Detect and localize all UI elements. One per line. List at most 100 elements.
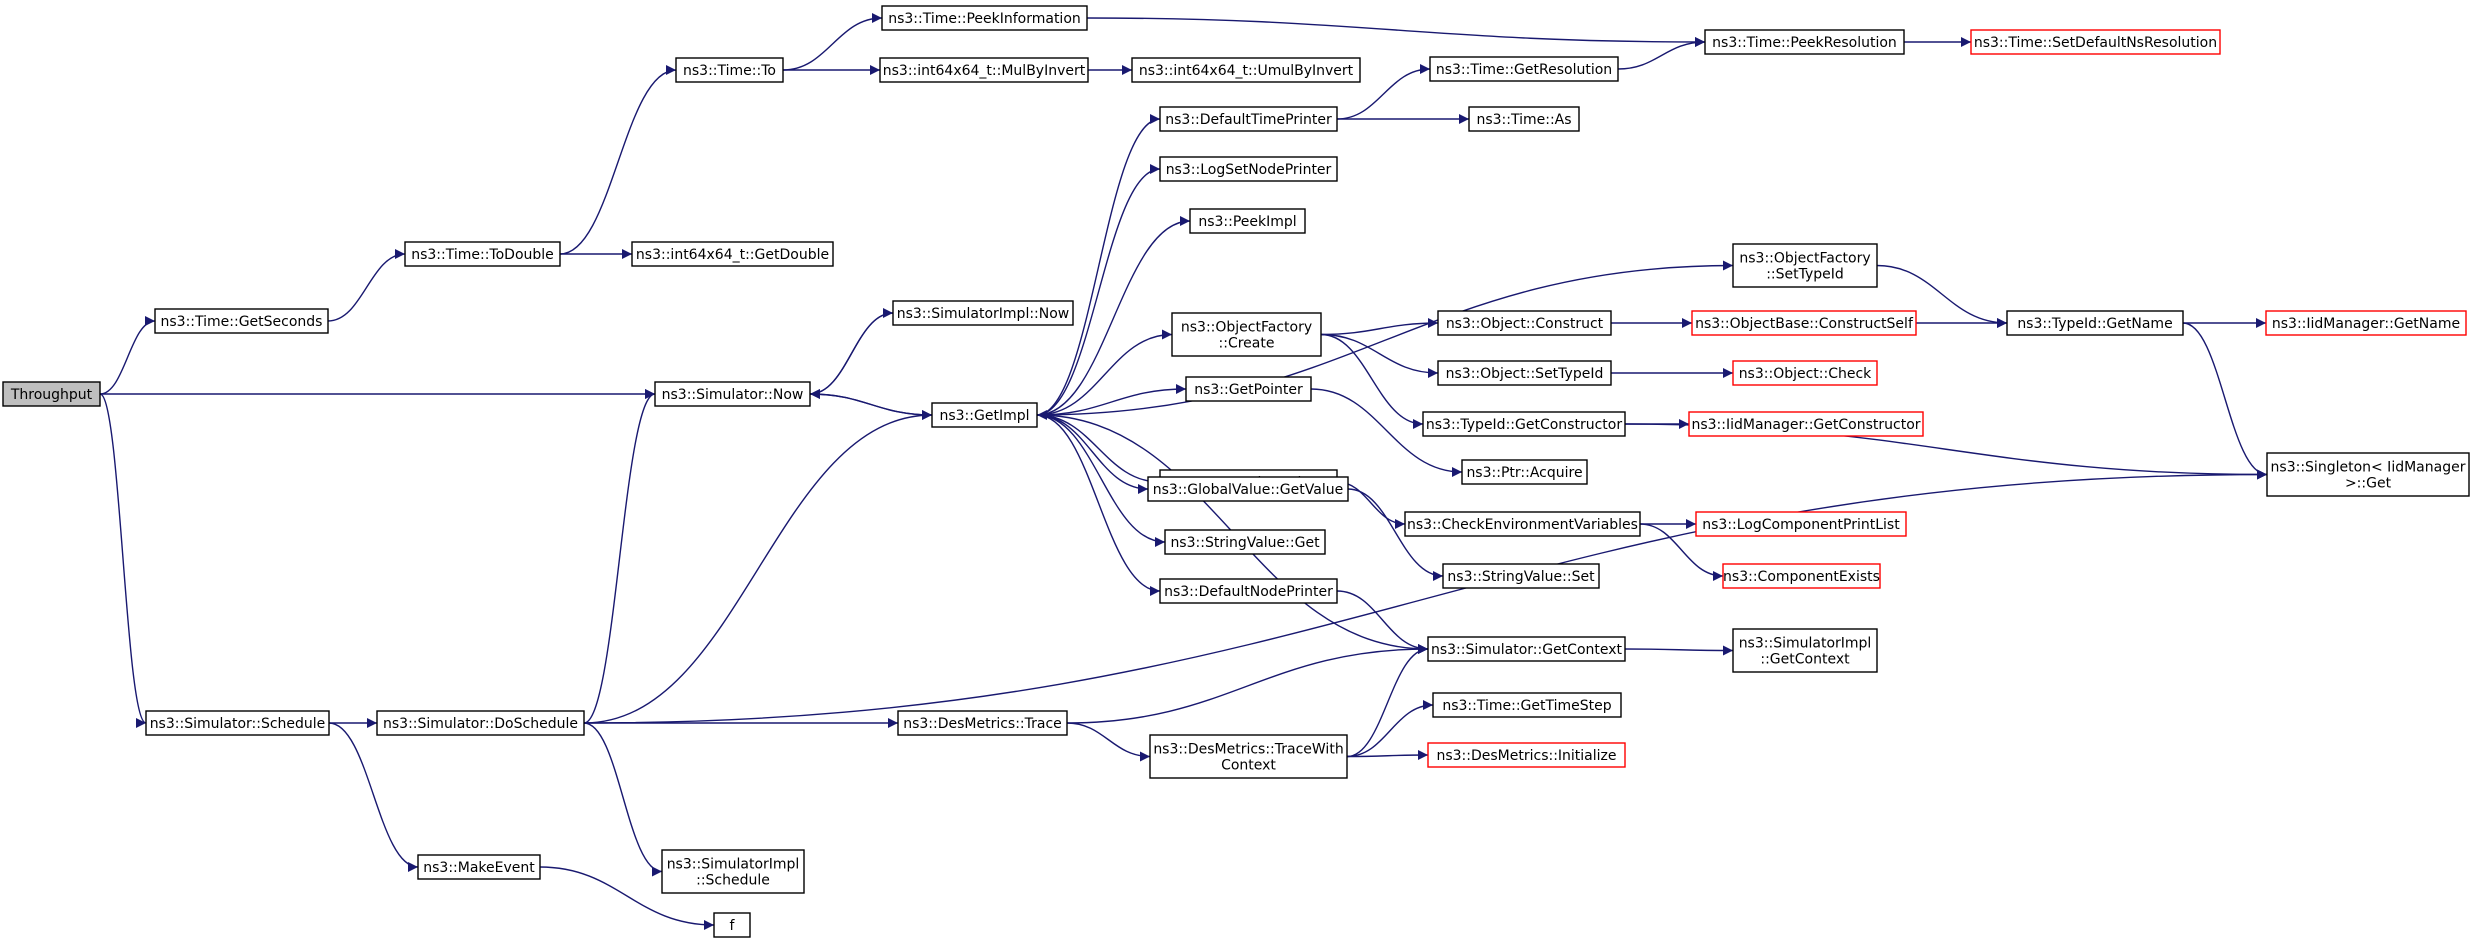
node-stringget[interactable]: ns3::StringValue::Get [1164, 529, 1326, 555]
node-stringset[interactable]: ns3::StringValue::Set [1442, 563, 1600, 589]
call-edge-getimpl-to-ofcreate [1036, 329, 1173, 416]
call-edge-ofcreate-to-objsettypeid [1320, 333, 1439, 378]
node-label: ns3::ObjectFactory [1181, 320, 1312, 336]
node-label: ns3::DefaultTimePrinter [1165, 112, 1332, 128]
node-simimplnow[interactable]: ns3::SimulatorImpl::Now [892, 300, 1074, 326]
node-getresolution[interactable]: ns3::Time::GetResolution [1429, 56, 1619, 82]
node-gettimestep[interactable]: ns3::Time::GetTimeStep [1432, 692, 1622, 718]
node-simnow[interactable]: ns3::Simulator::Now [654, 381, 811, 407]
node-label: ns3::GlobalValue::GetValue [1153, 482, 1343, 498]
node-label: ns3::DesMetrics::Trace [903, 716, 1062, 732]
call-edge-getimpl-to-defaulttimeprinter [1036, 114, 1161, 416]
node-label: ns3::Simulator::Schedule [150, 716, 326, 732]
node-simimplgetcontext[interactable]: ns3::SimulatorImpl::GetContext [1732, 628, 1878, 673]
node-peekres[interactable]: ns3::Time::PeekResolution [1704, 29, 1905, 55]
node-logcompprint[interactable]: ns3::LogComponentPrintList [1695, 511, 1907, 537]
node-label: ns3::DefaultNodePrinter [1164, 584, 1333, 600]
call-edge-gvgetvalue-to-stringset [1347, 488, 1444, 581]
call-edge-doschedule-to-singletonget [583, 469, 2268, 724]
node-label: ns3::SimulatorImpl [667, 857, 800, 873]
node-makeevent[interactable]: ns3::MakeEvent [417, 854, 541, 880]
call-edge-getseconds-to-todouble [327, 249, 406, 322]
call-edge-doschedule-to-simnow [583, 389, 656, 724]
call-edge-tracewithctx-to-desinit [1346, 750, 1429, 761]
node-label: ns3::Time::SetDefaultNsResolution [1974, 35, 2217, 51]
call-edge-getpointer-to-ptracquire [1310, 388, 1463, 477]
node-lognodeprinter[interactable]: ns3::LogSetNodePrinter [1159, 156, 1338, 182]
call-edge-getimpl-to-defaultnodeprinter [1036, 414, 1161, 596]
node-label: ns3::ObjectBase::ConstructSelf [1695, 316, 1914, 332]
node-label: ns3::int64x64_t::GetDouble [636, 247, 829, 263]
node-label: ns3::Time::GetResolution [1436, 62, 1612, 78]
node-constructself[interactable]: ns3::ObjectBase::ConstructSelf [1691, 310, 1917, 336]
node-label: f [730, 918, 736, 934]
node-gvgetvalue[interactable]: ns3::GlobalValue::GetValue [1147, 476, 1349, 502]
node-getseconds[interactable]: ns3::Time::GetSeconds [154, 308, 329, 334]
node-label: ns3::DesMetrics::Initialize [1436, 748, 1616, 764]
node-simschedule[interactable]: ns3::Simulator::Schedule [145, 710, 330, 736]
node-timeto[interactable]: ns3::Time::To [675, 57, 784, 83]
node-getconstructor[interactable]: ns3::TypeId::GetConstructor [1422, 411, 1626, 437]
node-f[interactable]: f [713, 912, 751, 938]
node-label: ns3::TypeId::GetConstructor [1426, 417, 1622, 433]
node-label: ns3::ObjectFactory [1739, 251, 1870, 267]
node-ofsettypeid[interactable]: ns3::ObjectFactory::SetTypeId [1732, 243, 1878, 288]
node-doschedule[interactable]: ns3::Simulator::DoSchedule [376, 710, 585, 736]
node-label: ns3::SimulatorImpl [1739, 636, 1872, 652]
node-simimplschedule[interactable]: ns3::SimulatorImpl::Schedule [661, 849, 805, 894]
node-timeas[interactable]: ns3::Time::As [1468, 106, 1580, 132]
node-label: ns3::Object::SetTypeId [1446, 366, 1604, 382]
node-destrace[interactable]: ns3::DesMetrics::Trace [897, 710, 1068, 736]
node-getdouble[interactable]: ns3::int64x64_t::GetDouble [631, 241, 834, 267]
node-label: ns3::int64x64_t::MulByInvert [883, 63, 1086, 79]
node-iidgetconstructor[interactable]: ns3::IidManager::GetConstructor [1688, 411, 1924, 437]
call-edge-throughput-to-getseconds [99, 316, 156, 395]
node-label: ::Schedule [696, 873, 770, 889]
node-label: ns3::Singleton< IidManager [2271, 460, 2466, 476]
node-label: ns3::Object::Construct [1446, 316, 1604, 332]
node-todouble[interactable]: ns3::Time::ToDouble [404, 241, 561, 267]
node-desinit[interactable]: ns3::DesMetrics::Initialize [1427, 742, 1626, 768]
node-label: ns3::CheckEnvironmentVariables [1407, 517, 1638, 533]
call-edge-getresolution-to-peekres [1617, 37, 1706, 70]
node-peekimpl[interactable]: ns3::PeekImpl [1189, 208, 1306, 234]
node-objconstruct[interactable]: ns3::Object::Construct [1437, 310, 1612, 336]
node-defaulttimeprinter[interactable]: ns3::DefaultTimePrinter [1159, 106, 1338, 132]
node-label: Context [1221, 758, 1276, 774]
node-label: ns3::LogSetNodePrinter [1166, 162, 1332, 178]
call-edge-throughput-to-simschedule [99, 393, 147, 728]
node-ptracquire[interactable]: ns3::Ptr::Acquire [1461, 459, 1588, 485]
node-getcontext[interactable]: ns3::Simulator::GetContext [1427, 636, 1626, 662]
node-iidgetname[interactable]: ns3::IidManager::GetName [2265, 310, 2467, 336]
node-getimpl[interactable]: ns3::GetImpl [931, 402, 1038, 428]
node-umulbyinvert[interactable]: ns3::int64x64_t::UmulByInvert [1131, 57, 1361, 83]
node-ofcreate[interactable]: ns3::ObjectFactory::Create [1171, 312, 1322, 357]
call-edge-getimpl-to-stringget [1036, 414, 1166, 547]
node-label: ns3::MakeEvent [423, 860, 535, 876]
call-edge-ofsettypeid-to-typeidgetname [1876, 264, 2008, 328]
call-edge-getcontext-to-simimplgetcontext [1624, 645, 1734, 656]
call-edge-defaultnodeprinter-to-getcontext [1336, 590, 1429, 654]
node-label: ns3::Time::GetTimeStep [1442, 698, 1611, 714]
call-nodes: Throughputns3::Time::GetSecondsns3::Time… [2, 5, 2470, 938]
call-edge-getimpl-to-logsettimeprinter [1036, 414, 1161, 487]
node-label: ns3::IidManager::GetName [2272, 316, 2460, 332]
node-typeidgetname[interactable]: ns3::TypeId::GetName [2006, 310, 2184, 336]
node-objsettypeid[interactable]: ns3::Object::SetTypeId [1437, 360, 1612, 386]
call-edge-simnow-to-simimplnow [809, 308, 894, 395]
node-setdefaultns[interactable]: ns3::Time::SetDefaultNsResolution [1970, 29, 2221, 55]
node-label: ns3::GetPointer [1194, 382, 1303, 398]
node-defaultnodeprinter[interactable]: ns3::DefaultNodePrinter [1159, 578, 1338, 604]
node-peekinfo[interactable]: ns3::Time::PeekInformation [881, 5, 1088, 31]
node-checkenv[interactable]: ns3::CheckEnvironmentVariables [1404, 511, 1641, 537]
node-objcheck[interactable]: ns3::Object::Check [1732, 360, 1878, 386]
node-throughput[interactable]: Throughput [2, 381, 101, 407]
node-compexists[interactable]: ns3::ComponentExists [1722, 563, 1881, 589]
node-getpointer[interactable]: ns3::GetPointer [1185, 376, 1312, 402]
call-edge-tracewithctx-to-gettimestep [1346, 700, 1434, 758]
node-mulbyinvert[interactable]: ns3::int64x64_t::MulByInvert [879, 57, 1089, 83]
node-singletonget[interactable]: ns3::Singleton< IidManager >::Get [2266, 452, 2470, 497]
node-label: ns3::DesMetrics::TraceWith [1153, 742, 1343, 758]
